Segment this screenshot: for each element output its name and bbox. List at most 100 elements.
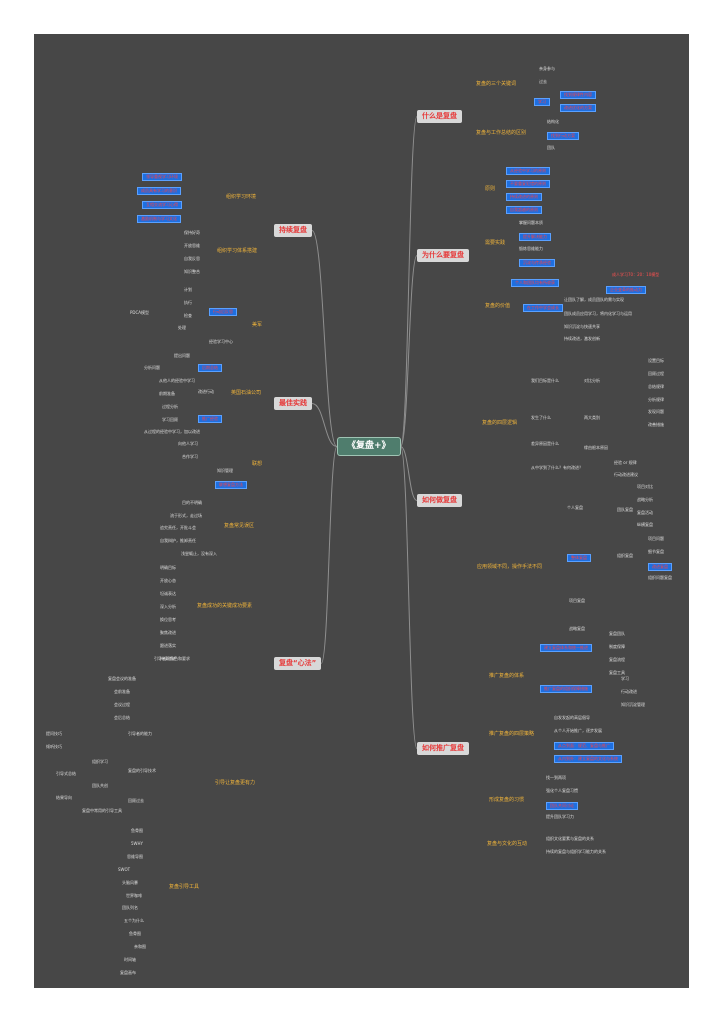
how-leaf: 总结规律: [648, 384, 664, 389]
how-leaf: 经验 or 规律: [614, 460, 637, 465]
promote-leaf: 复盘团队: [609, 631, 625, 636]
best-leaf-highlight: 推广经验: [198, 415, 222, 423]
how-group-2: 应用领域不同，操作手法不同: [477, 564, 543, 570]
heart-leaf: 5WHY: [131, 841, 143, 846]
how-leaf: 从中学到了什么？有何改进？: [531, 465, 583, 470]
best-leaf: 计划: [184, 287, 192, 292]
promote-group-1: 推广复盘的体系: [489, 673, 525, 679]
how-leaf: 项目复盘: [569, 598, 585, 603]
how-leaf: 战略复盘: [569, 626, 585, 631]
heart-leaf: 复盘会议的准备: [108, 676, 136, 681]
branch-how[interactable]: 如何做复盘: [417, 494, 462, 507]
why-leaf: 让团队了解，成员团队的需与实现: [564, 297, 624, 302]
why-leaf: 锻炼思维能力: [519, 246, 543, 251]
heart-leaf: 浅尝辄止，没有深入: [181, 551, 217, 556]
branch-heart[interactable]: 复盘“心法”: [274, 657, 322, 670]
heart-group-4: 复盘引导工具: [169, 884, 200, 890]
heart-leaf: 深入分析: [160, 604, 176, 609]
best-leaf: 处理: [178, 325, 186, 330]
why-group-1: 原则: [485, 186, 496, 192]
best-leaf: 分析问题: [144, 365, 160, 370]
heart-leaf: 聚焦改进: [160, 630, 176, 635]
branch-best[interactable]: 最佳实践: [274, 397, 312, 410]
best-leaf: 合作学习: [182, 454, 198, 459]
branch-what[interactable]: 什么是复盘: [417, 110, 462, 123]
branch-connector: [400, 255, 418, 447]
heart-group-1: 复盘常见误区: [224, 523, 255, 529]
branch-why[interactable]: 为什么要复盘: [417, 249, 469, 262]
continue-leaf: 知识整合: [184, 269, 200, 274]
what-leaf-highlight: 找到行动方案: [547, 132, 579, 140]
root-node[interactable]: 《复盘+》: [337, 437, 401, 456]
heart-leaf: 复盘画布: [120, 970, 136, 975]
heart-leaf: 提问技巧: [46, 731, 62, 736]
how-leaf: 回顾过程: [648, 371, 664, 376]
continue-leaf-highlight: 激励机制与学习文化: [137, 215, 181, 223]
heart-leaf: 开放心态: [160, 578, 176, 583]
continue-leaf-highlight: 领导重视学习环境: [142, 173, 182, 181]
promote-leaf: 强化个人复盘习惯: [546, 788, 578, 793]
best-leaf: 过程分析: [162, 404, 178, 409]
best-leaf: 向他人学习: [178, 441, 198, 446]
best-leaf-highlight: 行动后反思: [209, 308, 237, 316]
heart-leaf: 引导式总结: [56, 771, 76, 776]
heart-leaf: 持续改进: [160, 656, 176, 661]
why-leaf-highlight: 个人和团队均有所收获: [511, 279, 559, 287]
heart-leaf: 五个为什么: [124, 918, 144, 923]
promote-leaf: 行动改进: [621, 689, 637, 694]
how-leaf: 设置目标: [648, 358, 664, 363]
best-leaf: 前期准备: [159, 391, 175, 396]
heart-leaf: 流于形式，走过场: [170, 513, 202, 518]
why-leaf-highlight: 从经验中学习的原则: [506, 167, 550, 175]
heart-leaf: 目的不明确: [182, 500, 202, 505]
heart-leaf: 追究责任，开批斗会: [160, 525, 196, 530]
continue-leaf: 自我反思: [184, 256, 200, 261]
best-group-2: 英国石油公司: [231, 390, 262, 396]
what-leaf-highlight: 改进优化的方案: [560, 104, 596, 112]
promote-leaf-highlight: 推广复盘的组织保障措施: [540, 685, 592, 693]
promote-leaf: 复盘流程: [609, 657, 625, 662]
best-group-3: 联想: [252, 461, 263, 467]
branch-connector: [311, 403, 338, 447]
how-leaf: 对比分析: [584, 378, 600, 383]
heart-leaf: 世界咖啡: [126, 893, 142, 898]
how-leaf: 个人复盘: [567, 505, 583, 510]
heart-leaf: 引导者的角色和要求: [154, 656, 190, 661]
how-leaf-highlight: 整体复盘: [567, 554, 591, 562]
how-leaf: 团队复盘: [617, 507, 633, 512]
heart-leaf: 跟进落实: [160, 643, 176, 648]
branch-connector: [400, 446, 418, 749]
how-leaf-highlight: 改进复盘: [648, 563, 672, 571]
heart-leaf: 亲和图: [134, 944, 146, 949]
how-leaf: 缘由根本原因: [584, 445, 608, 450]
how-leaf: 发生了什么: [531, 415, 551, 420]
heart-leaf: 思维导图: [127, 854, 143, 859]
heart-leaf: 鱼骨图: [129, 931, 141, 936]
how-leaf: 复盘活动: [637, 510, 653, 515]
best-leaf: 经验学习中心: [209, 339, 233, 344]
heart-leaf: 头脑风暴: [122, 880, 138, 885]
best-group-1: 美军: [252, 322, 263, 328]
heart-leaf: 会后总结: [114, 715, 130, 720]
branch-promote[interactable]: 如何推广复盘: [417, 742, 469, 755]
promote-leaf: 从个人开始推广，逐步发展: [554, 728, 602, 733]
how-leaf: 我们目标是什么: [531, 378, 559, 383]
heart-leaf: 组织学习: [92, 759, 108, 764]
best-leaf-highlight: 联想复盘方法: [215, 481, 247, 489]
link-layer: [311, 116, 418, 749]
promote-leaf-highlight: 建立复盘体系和统一推进: [540, 644, 592, 652]
how-leaf: 发现问题: [648, 409, 664, 414]
heart-leaf: 回顾过去: [128, 798, 144, 803]
best-leaf: 改进行动: [198, 389, 214, 394]
continue-leaf-highlight: 互相交流学习心得: [142, 201, 182, 209]
promote-leaf: 提升团队学习力: [546, 814, 574, 819]
how-leaf: 细节复盘: [648, 549, 664, 554]
heart-leaf: 换位思考: [160, 617, 176, 622]
why-leaf-highlight: 提升解决能力: [519, 233, 551, 241]
promote-group-3: 形成复盘的习惯: [489, 797, 525, 803]
why-leaf-highlight: 在工作中学会成长: [523, 304, 563, 312]
promote-leaf: 持续的复盘与组织学习能力的关系: [546, 849, 606, 854]
promote-leaf: 知识沉淀管理: [621, 702, 645, 707]
branch-continue[interactable]: 持续复盘: [274, 224, 312, 237]
best-leaf: 从他人的经验中学习: [159, 378, 195, 383]
